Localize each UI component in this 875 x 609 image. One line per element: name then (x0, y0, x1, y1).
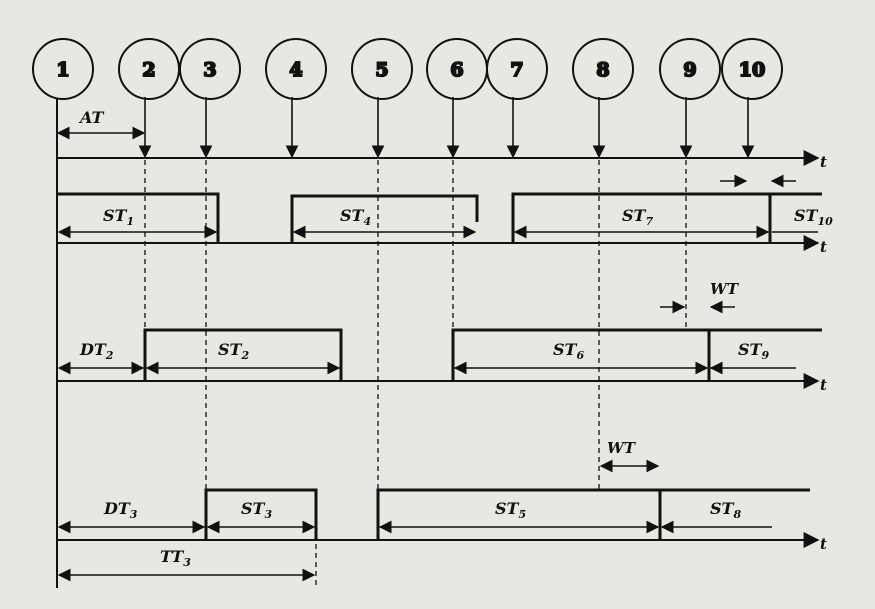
event-7-label: 7 (510, 59, 523, 81)
event-9: 9 (659, 38, 721, 100)
event-7: 7 (486, 38, 548, 100)
axis-2-label: t (820, 238, 827, 256)
event-2-label: 2 (142, 59, 155, 81)
at-interval: AT (56, 108, 146, 140)
tt3-label: TT3 (160, 547, 191, 569)
wt-label-b: WT (607, 439, 637, 457)
st5-label: ST5 (495, 499, 526, 521)
st9-label: ST9 (738, 340, 769, 362)
axis-3-label: t (820, 376, 827, 394)
dashed-guides (144, 160, 687, 588)
axis-4-label: t (820, 535, 827, 553)
event-2: 2 (118, 38, 180, 100)
event-3-label: 3 (203, 59, 216, 81)
server-3-busy (204, 488, 810, 540)
event-4: 4 (265, 38, 327, 100)
dt2-label: DT2 (79, 340, 114, 362)
event-8-label: 8 (596, 59, 609, 81)
st6-label: ST6 (553, 340, 584, 362)
event-6-label: 6 (450, 59, 463, 81)
st10-label: ST10 (794, 206, 833, 228)
event-10: 10 (721, 38, 783, 100)
event-8: 8 (572, 38, 634, 100)
st4-label: ST4 (340, 206, 371, 228)
time-axes (57, 150, 820, 548)
event-4-label: 4 (289, 59, 302, 81)
axis-1-label: t (820, 153, 827, 171)
st1-label: ST1 (103, 206, 134, 228)
dt3-label: DT3 (103, 499, 138, 521)
event-circles: 1 2 3 4 5 6 7 8 (32, 38, 783, 100)
event-5: 5 (351, 38, 413, 100)
event-10-label: 10 (739, 59, 765, 81)
event-9-label: 9 (683, 59, 696, 81)
server-1-busy (57, 192, 822, 243)
event-1-label: 1 (56, 59, 69, 81)
arrival-arrows (138, 97, 755, 159)
event-6: 6 (426, 38, 488, 100)
server-2-busy (143, 328, 822, 381)
st3-label: ST3 (241, 499, 272, 521)
st8-label: ST8 (710, 499, 741, 521)
server-2-arrows (57, 300, 796, 375)
event-1: 1 (32, 38, 94, 100)
st7-label: ST7 (622, 206, 653, 228)
event-3: 3 (179, 38, 241, 100)
event-5-label: 5 (375, 59, 388, 81)
at-label: AT (78, 108, 105, 127)
server-1-arrows (57, 174, 818, 239)
server-3-arrows (57, 459, 772, 582)
wt-label-a: WT (710, 280, 740, 298)
st2-label: ST2 (218, 340, 249, 362)
